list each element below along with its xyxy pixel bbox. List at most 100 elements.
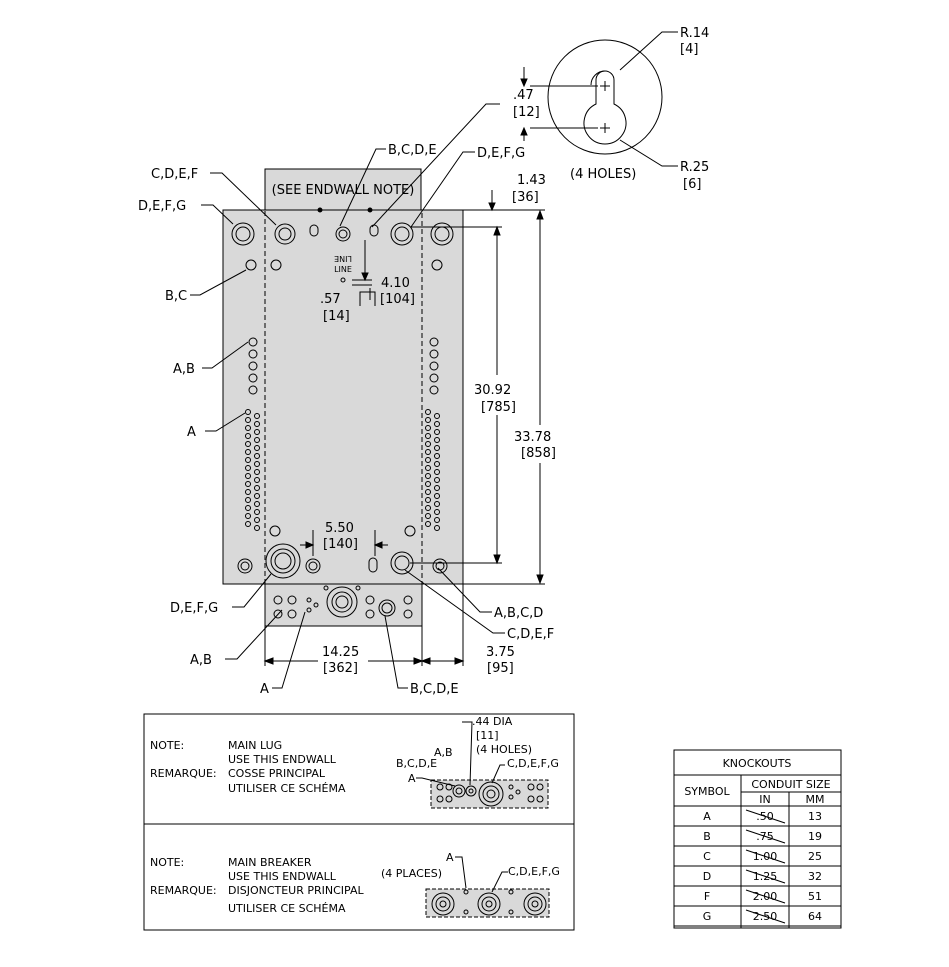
keyhole-count: (4 HOLES)	[570, 167, 636, 182]
knockout-hole	[425, 473, 431, 479]
knockout-hole	[434, 493, 440, 499]
dim-1425-mm: [362]	[323, 661, 358, 676]
note1-holes: (4 HOLES)	[476, 743, 532, 756]
knockout-hole	[434, 525, 440, 531]
knockout-hole	[254, 453, 260, 459]
knockout-hole	[254, 485, 260, 491]
knockout-hole	[254, 509, 260, 515]
knockout-hole	[425, 513, 431, 519]
knockout-hole	[245, 505, 251, 511]
knockout-hole	[429, 349, 439, 359]
knockout-hole	[434, 501, 440, 507]
knockout-hole	[434, 421, 440, 427]
note1-label: NOTE:	[150, 739, 184, 752]
knockouts-title: KNOCKOUTS	[723, 757, 792, 770]
knockout-hole	[254, 461, 260, 467]
enclosure-back-panel	[222, 168, 464, 627]
callout-bottom-ab: A,B	[190, 653, 212, 668]
table-cell-in: 1.25	[753, 870, 778, 883]
note-main-breaker: NOTE: MAIN BREAKER USE THIS ENDWALL REMA…	[150, 851, 560, 918]
knockout-hole	[434, 429, 440, 435]
knockout-hole	[245, 457, 251, 463]
table-cell-mm: 19	[808, 830, 822, 843]
knockout-hole	[425, 489, 431, 495]
callout-leaders	[190, 103, 505, 689]
dim-057: .57	[320, 292, 341, 307]
note1-line4: UTILISER CE SCHÉMA	[228, 782, 346, 795]
knockout-hole	[245, 513, 251, 519]
table-cell-in: 2.00	[753, 890, 778, 903]
knockouts-table	[673, 749, 842, 929]
keyhole-detail	[520, 31, 678, 167]
note1-dia-mm: [11]	[476, 729, 499, 742]
knockout-hole	[429, 361, 439, 371]
knockout-hole	[425, 465, 431, 471]
table-cell-symbol: G	[703, 910, 712, 923]
knockout-hole	[245, 473, 251, 479]
callout-left-bc: B,C	[165, 289, 187, 304]
note2-places: (4 PLACES)	[381, 867, 442, 880]
r-small-mm: [4]	[680, 42, 698, 57]
knockout-hole	[254, 517, 260, 523]
see-endwall-note: (SEE ENDWALL NOTE)	[272, 183, 415, 198]
knockout-hole	[429, 385, 439, 395]
table-cell-slash	[745, 809, 786, 824]
table-cell-symbol: F	[704, 890, 710, 903]
knockout-hole	[429, 337, 439, 347]
knockout-hole	[425, 433, 431, 439]
knockout-hole	[425, 417, 431, 423]
dim-3378-mm: [858]	[521, 446, 556, 461]
dim-3378: 33.78	[514, 430, 551, 445]
note2-remark-label: REMARQUE:	[150, 884, 217, 897]
knockout-hole	[248, 337, 258, 347]
dim-057-mm: [14]	[323, 309, 350, 324]
knockout-hole	[248, 349, 258, 359]
knockout-hole	[254, 413, 260, 419]
note2-lbl-cdefg: C,D,E,F,G	[508, 865, 560, 878]
knockout-hole	[434, 485, 440, 491]
dim-1425: 14.25	[322, 645, 359, 660]
note1-line3: COSSE PRINCIPAL	[228, 767, 326, 780]
bottom-knockouts	[237, 525, 448, 579]
dim-143-mm: [36]	[512, 190, 539, 205]
r-large-label: R.25	[680, 160, 709, 175]
note-main-lug: NOTE: MAIN LUG USE THIS ENDWALL REMARQUE…	[150, 715, 559, 809]
callout-right-abcd: A,B,C,D	[494, 606, 543, 621]
knockout-hole	[434, 445, 440, 451]
knockout-hole	[425, 425, 431, 431]
knockout-hole	[245, 425, 251, 431]
knockout-hole	[434, 453, 440, 459]
knockout-hole	[245, 433, 251, 439]
knockout-hole	[248, 385, 258, 395]
note2-lbl-a: A	[446, 851, 454, 864]
knockout-hole	[254, 429, 260, 435]
knockout-hole	[425, 497, 431, 503]
dimension-lines	[263, 190, 545, 666]
knockout-hole	[425, 449, 431, 455]
table-cell-slash	[745, 909, 786, 924]
keyhole-spacing: .47	[513, 88, 534, 103]
knockout-hole	[245, 465, 251, 471]
side-knockout-columns	[245, 337, 440, 531]
table-cell-mm: 64	[808, 910, 822, 923]
knockout-hole	[248, 361, 258, 371]
knockout-hole	[245, 417, 251, 423]
dim-550-mm: [140]	[323, 537, 358, 552]
dim-410-mm: [104]	[380, 292, 415, 307]
table-cell-symbol: B	[703, 830, 711, 843]
dim-143: 1.43	[517, 173, 546, 188]
callout-left-a: A	[187, 425, 196, 440]
knockout-hole	[254, 445, 260, 451]
dim-375: 3.75	[486, 645, 515, 660]
knockout-hole	[425, 521, 431, 527]
note2-label: NOTE:	[150, 856, 184, 869]
symbol-header: SYMBOL	[684, 785, 730, 798]
mm-header: MM	[806, 793, 825, 806]
table-cell-slash	[745, 889, 786, 904]
knockout-hole	[434, 517, 440, 523]
knockout-hole	[425, 409, 431, 415]
knockout-hole	[434, 413, 440, 419]
table-cell-symbol: C	[703, 850, 711, 863]
note1-lbl-bcde: B,C,D,E	[396, 757, 437, 770]
dim-3092: 30.92	[474, 383, 511, 398]
